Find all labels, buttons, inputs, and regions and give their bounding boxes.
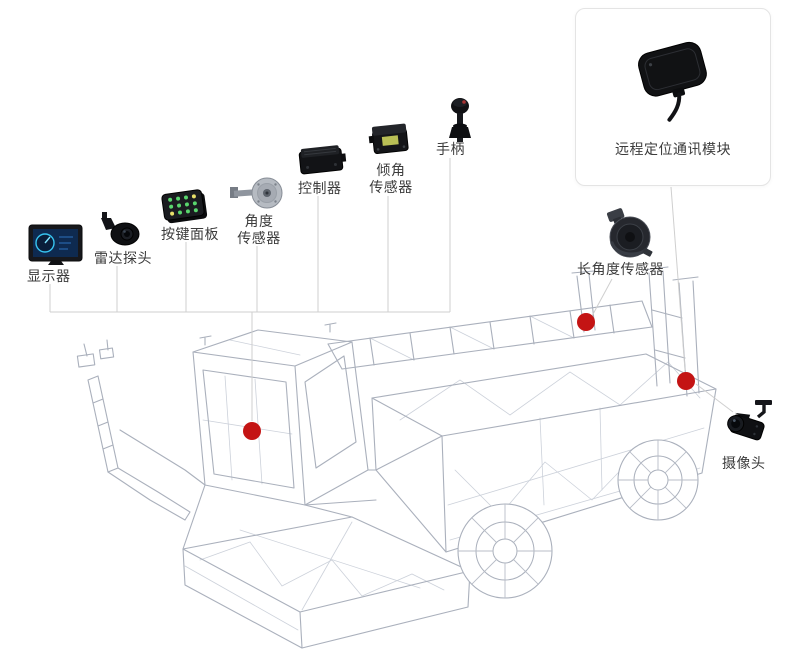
tilt-sensor-icon: [368, 123, 409, 155]
display-label: 显示器: [27, 268, 71, 284]
long-angle-sensor-label: 长角度传感器: [577, 261, 664, 277]
hotspot-cab: [243, 422, 261, 440]
component-camera: [722, 398, 778, 452]
handle-label: 手柄: [436, 141, 465, 157]
remote-module-card: 远程定位通讯模块: [575, 8, 771, 186]
component-tilt-sensor: [368, 118, 414, 160]
remote-module-label: 远程定位通讯模块: [615, 141, 731, 157]
long-angle-sensor-icon: [606, 208, 653, 258]
angle-sensor-icon: [230, 177, 283, 209]
rear-wheel: [617, 439, 699, 521]
keypad-label: 按键面板: [161, 226, 219, 242]
component-handle: [440, 94, 480, 144]
wireframe-outlines: [76, 266, 717, 649]
hotspot-rear-body: [677, 372, 695, 390]
remote-module-icon: [638, 41, 707, 122]
monitor-icon: [28, 224, 83, 265]
front-wheel: [457, 503, 553, 599]
component-radar-probe: [96, 210, 142, 250]
camera-label: 摄像头: [722, 455, 766, 471]
hotspot-markers: [243, 313, 695, 440]
keypad-icon: [161, 189, 208, 224]
angle-sensor-label: 角度 传感器: [237, 213, 281, 246]
tilt-sensor-label: 倾角 传感器: [369, 162, 413, 195]
component-angle-sensor: [230, 170, 284, 214]
controller-label: 控制器: [298, 180, 342, 196]
camera-icon: [727, 400, 772, 441]
hotspot-boom: [577, 313, 595, 331]
component-display: [28, 224, 84, 266]
component-keypad: [160, 186, 210, 228]
controller-icon: [298, 145, 347, 175]
joystick-icon: [449, 98, 471, 142]
radar-probe-label: 雷达探头: [94, 250, 152, 266]
radar-probe-icon: [101, 212, 140, 246]
component-controller: [297, 140, 347, 178]
component-long-angle-sensor: [598, 204, 660, 262]
callout-lines: [49, 158, 734, 421]
